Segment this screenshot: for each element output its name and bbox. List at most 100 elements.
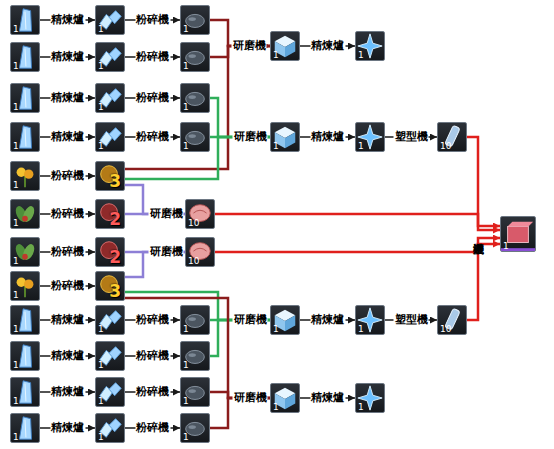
item-count: 1 <box>358 324 364 334</box>
picture-part <box>19 345 31 367</box>
item-count: 2 <box>109 248 121 266</box>
item-icon: 1 <box>10 83 40 113</box>
machine-label: 灌裝機 <box>472 233 484 235</box>
item-icon: 1 <box>270 122 300 152</box>
picture-part <box>188 389 195 393</box>
picture-part <box>24 279 33 288</box>
item-icon: 1 <box>95 83 125 113</box>
item-count: 1 <box>98 24 104 34</box>
item-count: 10 <box>440 141 451 151</box>
machine-label: 精煉爐 <box>310 314 345 326</box>
item-icon: 2 <box>95 237 125 267</box>
flow-line <box>467 244 500 320</box>
item-icon: 1 <box>180 413 210 443</box>
picture-part <box>19 417 31 439</box>
picture-part <box>188 54 195 58</box>
picture-part <box>109 128 121 141</box>
item-count: 1 <box>13 324 19 334</box>
picture-part <box>188 425 195 429</box>
item-icon: 1 <box>95 305 125 335</box>
picture-part <box>109 383 121 396</box>
item-icon: 2 <box>95 199 125 229</box>
item-icon: 1 <box>355 383 385 413</box>
item-icon: 10 <box>437 122 467 152</box>
machine-label: 粉碎機 <box>135 131 170 143</box>
item-count: 10 <box>188 218 199 228</box>
picture-part <box>285 315 295 331</box>
machine-label: 精煉爐 <box>50 314 85 326</box>
flow-line <box>467 137 500 226</box>
machine-label: 研磨機 <box>149 208 184 220</box>
machine-label: 粉碎機 <box>135 422 170 434</box>
item-count: 1 <box>358 141 364 151</box>
item-icon: 1 <box>95 5 125 35</box>
picture-part <box>19 46 31 68</box>
item-icon: 1 <box>180 377 210 407</box>
picture-part <box>285 41 295 57</box>
item-count: 1 <box>183 432 189 442</box>
picture-part <box>25 12 27 30</box>
picture-part <box>21 204 37 223</box>
item-count: 1 <box>13 102 19 112</box>
item-icon: 1 <box>270 305 300 335</box>
picture-part <box>188 134 195 138</box>
machine-label: 粉碎機 <box>135 350 170 362</box>
item-count: 1 <box>98 141 104 151</box>
machine-label: 精煉爐 <box>50 386 85 398</box>
item-count: 1 <box>183 102 189 112</box>
item-icon: 1 <box>10 271 40 301</box>
item-count: 1 <box>98 102 104 112</box>
item-count: 1 <box>183 324 189 334</box>
item-icon: 1 <box>95 377 125 407</box>
picture-part <box>188 353 195 357</box>
item-count: 1 <box>13 256 19 266</box>
machine-label: 精煉爐 <box>50 350 85 362</box>
machine-label: 粉碎機 <box>50 280 85 292</box>
machine-label: 粉碎機 <box>50 208 85 220</box>
item-count: 1 <box>273 50 279 60</box>
machine-label: 精煉爐 <box>310 40 345 52</box>
flow-line <box>215 238 500 252</box>
item-icon: 10 <box>185 199 215 229</box>
item-count: 1 <box>183 141 189 151</box>
item-icon: 1 <box>355 122 385 152</box>
item-icon: 10 <box>185 237 215 267</box>
picture-part <box>109 48 121 61</box>
machine-label: 粉碎機 <box>135 386 170 398</box>
flow-line <box>215 214 500 230</box>
item-count: 1 <box>183 61 189 71</box>
machine-label: 粉碎機 <box>135 92 170 104</box>
machine-label: 粉碎機 <box>50 170 85 182</box>
item-count: 1 <box>183 24 189 34</box>
item-count: 1 <box>13 396 19 406</box>
item-icon: 1 <box>180 341 210 371</box>
item-icon: 1 <box>95 42 125 72</box>
picture-part <box>285 132 295 148</box>
item-icon: 3 <box>95 161 125 191</box>
item-count: 2 <box>109 210 121 228</box>
item-icon: 1 <box>10 237 40 267</box>
item-count: 1 <box>13 432 19 442</box>
picture-part <box>508 222 533 227</box>
picture-part <box>109 11 121 24</box>
item-count: 1 <box>13 180 19 190</box>
picture-part <box>109 419 121 432</box>
picture-part <box>188 317 195 321</box>
picture-part <box>21 242 37 261</box>
picture-part <box>109 311 121 324</box>
machine-label: 精煉爐 <box>310 131 345 143</box>
item-count: 1 <box>13 61 19 71</box>
item-icon: 10 <box>437 305 467 335</box>
item-count: 3 <box>109 282 121 300</box>
machine-label: 塑型機 <box>394 314 429 326</box>
item-icon: 1 <box>10 377 40 407</box>
picture-part <box>193 248 206 251</box>
machine-label: 精煉爐 <box>310 392 345 404</box>
item-count: 1 <box>13 360 19 370</box>
item-icon: 1 <box>95 122 125 152</box>
item-count: 1 <box>98 61 104 71</box>
item-count: 1 <box>183 360 189 370</box>
picture-part <box>193 210 206 213</box>
item-icon: 1 <box>10 161 40 191</box>
picture-part <box>19 9 31 31</box>
